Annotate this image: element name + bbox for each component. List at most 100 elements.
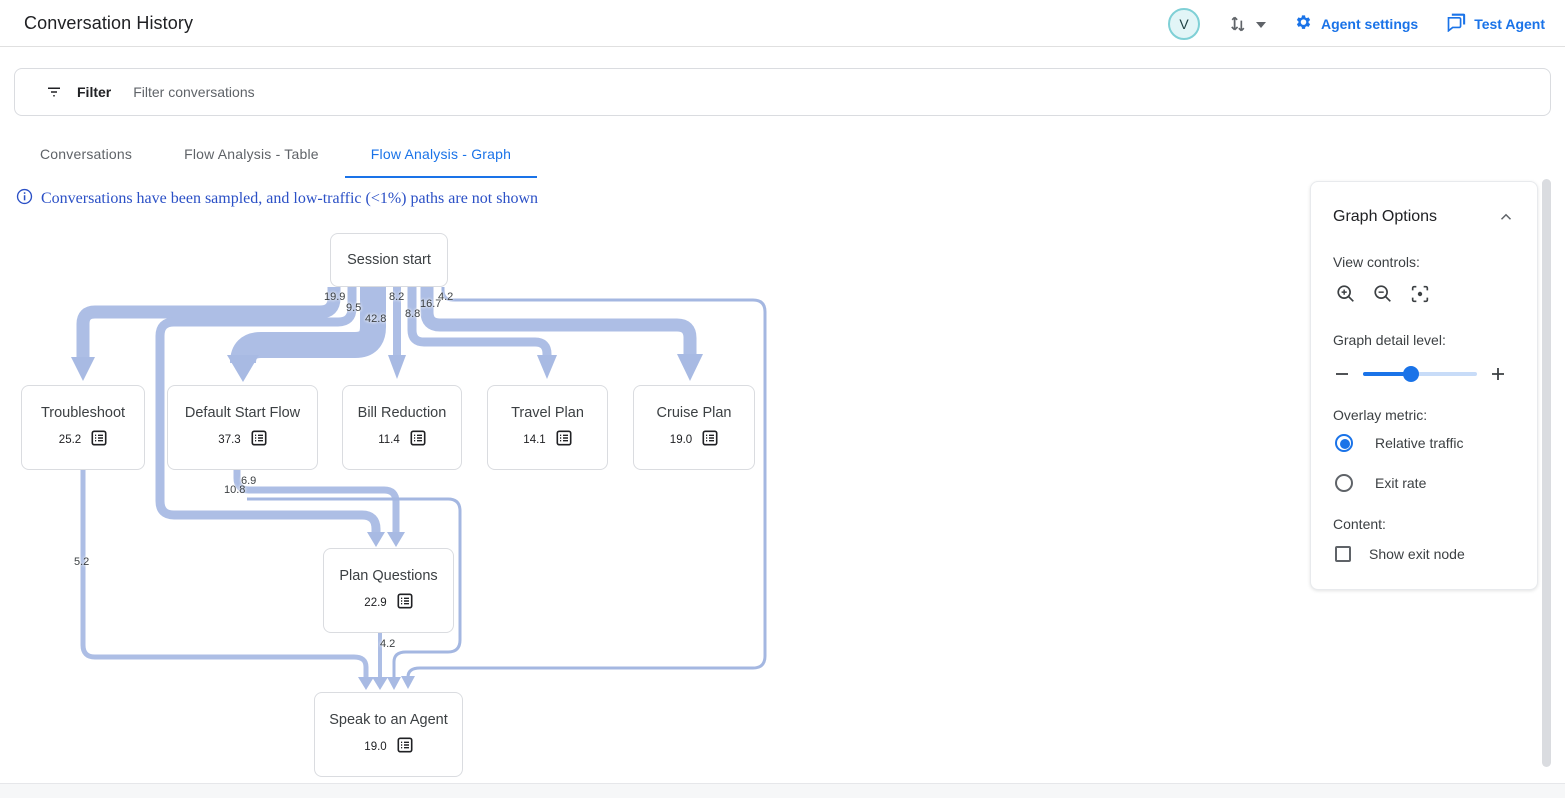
show-exit-node-checkbox[interactable] [1335,546,1351,562]
filter-icon [45,83,63,101]
node-metric-value: 37.3 [218,434,241,446]
details-table-icon[interactable] [397,592,413,614]
details-table-icon[interactable] [556,429,572,451]
test-agent-label: Test Agent [1474,15,1545,32]
view-controls [1335,283,1515,305]
node-metric: 11.4 [378,429,426,451]
node-label: Cruise Plan [656,404,732,421]
graph-options-title: Graph Options [1333,208,1438,225]
radio-label: Exit rate [1375,475,1427,491]
content-label: Content: [1333,516,1386,532]
page-bottom-edge [0,783,1565,798]
node-metric: 25.2 [58,429,107,451]
flow-node-travel-plan[interactable]: Travel Plan 14.1 [487,385,608,470]
edge-label: 8.8 [405,308,421,320]
decrease-detail-button[interactable] [1333,365,1351,383]
details-table-icon[interactable] [702,429,718,451]
node-metric-value: 14.1 [523,434,546,446]
tab-bar: Conversations Flow Analysis - Table Flow… [14,132,538,178]
graph-detail-level-label: Graph detail level: [1333,332,1446,348]
zoom-in-icon[interactable] [1335,283,1357,305]
radio-relative-traffic[interactable] [1335,434,1353,452]
node-label: Troubleshoot [40,404,126,421]
node-label: Speak to an Agent [329,711,448,728]
overlay-option-exit-rate[interactable]: Exit rate [1335,463,1515,503]
sampling-notice: Conversations have been sampled, and low… [16,188,538,210]
detail-level-slider[interactable] [1363,366,1477,382]
filter-input-placeholder[interactable]: Filter conversations [133,84,255,100]
test-agent-button[interactable]: Test Agent [1446,12,1545,35]
center-focus-icon[interactable] [1409,283,1431,305]
overlay-metric-label: Overlay metric: [1333,407,1428,423]
flow-node-troubleshoot[interactable]: Troubleshoot 25.2 [21,385,145,470]
node-label: Plan Questions [339,567,438,584]
details-table-icon[interactable] [251,429,267,451]
node-metric-value: 19.0 [669,434,693,446]
tab-conversations[interactable]: Conversations [40,146,133,162]
edge-label: 42.8 [365,313,387,325]
swap-vert-icon [1228,14,1248,34]
node-metric-value: 11.4 [378,434,400,446]
avatar[interactable]: V [1167,7,1200,40]
details-table-icon[interactable] [91,429,107,451]
view-controls-label: View controls: [1333,254,1420,270]
node-metric: 37.3 [218,429,267,451]
vertical-scrollbar[interactable] [1542,179,1551,767]
graph-options-panel: Graph Options View controls: Graph detai… [1310,181,1538,590]
show-exit-node-option[interactable]: Show exit node [1335,546,1515,562]
flow-node-plan-questions[interactable]: Plan Questions 22.9 [323,548,454,633]
checkbox-label: Show exit node [1369,546,1465,562]
flow-node-session-start[interactable]: Session start [330,233,448,287]
sort-button[interactable] [1228,14,1266,34]
flow-node-speak-to-an-agent[interactable]: Speak to an Agent 19.0 [314,692,463,777]
info-icon [16,188,33,210]
edge-label: 10.8 [224,484,246,496]
increase-detail-button[interactable] [1489,365,1507,383]
overlay-option-relative-traffic[interactable]: Relative traffic [1335,423,1515,463]
edge-label: 16.7 [420,298,442,310]
edge-label: 8.2 [389,291,405,303]
detail-level-slider-row [1333,365,1515,383]
edge-label: 19.9 [324,291,346,303]
node-metric: 22.9 [364,592,413,614]
node-metric: 19.0 [669,429,718,451]
flow-node-bill-reduction[interactable]: Bill Reduction 11.4 [342,385,462,470]
flow-node-default-start-flow[interactable]: Default Start Flow 37.3 [167,385,318,470]
node-label: Bill Reduction [357,404,447,421]
app-header: Conversation History V Agent settings [0,0,1565,47]
page-title: Conversation History [24,12,194,33]
slider-fill [1363,372,1410,376]
tab-flow-analysis-graph[interactable]: Flow Analysis - Graph [344,132,538,178]
flow-node-cruise-plan[interactable]: Cruise Plan 19.0 [633,385,755,470]
details-table-icon[interactable] [410,429,426,451]
node-metric: 14.1 [523,429,572,451]
node-metric-value: 25.2 [58,434,82,446]
agent-settings-button[interactable]: Agent settings [1294,13,1418,35]
chat-icon [1446,12,1466,35]
edge-label: 4.2 [438,291,454,303]
node-metric-value: 19.0 [364,741,387,753]
node-label: Session start [347,252,431,268]
edge-label: 6.9 [241,475,257,487]
tab-flow-analysis-table[interactable]: Flow Analysis - Table [184,146,319,162]
header-actions: V Agent settings Test Agen [1167,0,1545,47]
chevron-down-icon [1255,15,1266,33]
node-metric: 19.0 [364,736,413,758]
filter-label: Filter [77,84,112,100]
avatar-letter: V [1179,15,1189,32]
sampling-notice-text: Conversations have been sampled, and low… [41,190,539,207]
gear-icon [1294,13,1313,35]
edge-label: 4.2 [380,638,396,650]
details-table-icon[interactable] [397,736,413,758]
zoom-out-icon[interactable] [1372,283,1394,305]
radio-exit-rate[interactable] [1335,474,1353,492]
node-label: Default Start Flow [184,404,301,421]
collapse-chevron-up-icon[interactable] [1497,208,1515,226]
filter-bar[interactable]: Filter Filter conversations [14,68,1551,116]
agent-settings-label: Agent settings [1320,15,1419,32]
edge-label: 5.2 [74,556,90,568]
edge-label: 9.5 [346,302,362,314]
node-label: Travel Plan [511,404,584,421]
slider-thumb[interactable] [1403,366,1419,382]
